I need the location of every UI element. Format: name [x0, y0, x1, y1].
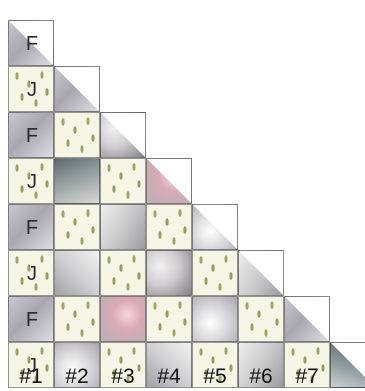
column-number: #3 [100, 365, 146, 389]
row-label-block: J [8, 250, 54, 296]
row-label-block: F [8, 204, 54, 250]
row-label: F [9, 113, 54, 158]
row-label: J [9, 67, 54, 112]
floral-fabric-square [146, 158, 192, 204]
row-label: F [9, 297, 54, 342]
floral-fabric-square [54, 250, 100, 296]
column-number: #2 [54, 365, 100, 389]
floral-fabric-square [192, 296, 238, 342]
sprig-fabric-square [192, 250, 238, 296]
sprig-fabric-square [54, 296, 100, 342]
row-label-block: J [8, 158, 54, 204]
triangle-cutoff [239, 251, 284, 296]
row-label-block: J [8, 66, 54, 112]
row-label-block: F [8, 112, 54, 158]
column-number: #5 [192, 365, 238, 389]
row-label-block: F [8, 20, 54, 66]
triangle-cutoff [331, 343, 365, 388]
floral-fabric-square [146, 250, 192, 296]
column-number: #7 [284, 365, 330, 389]
sprig-fabric-square [146, 296, 192, 342]
floral-fabric-square [192, 204, 238, 250]
column-number: #4 [146, 365, 192, 389]
sprig-fabric-square [54, 112, 100, 158]
row-label: J [9, 159, 54, 204]
triangle-cutoff [285, 297, 330, 342]
row-label: F [9, 205, 54, 250]
floral-fabric-square [100, 112, 146, 158]
row-label-block: F [8, 296, 54, 342]
sprig-fabric-square [100, 158, 146, 204]
column-number: #6 [238, 365, 284, 389]
triangle-cutoff [193, 205, 238, 250]
floral-fabric-square [100, 204, 146, 250]
sprig-fabric-square [146, 204, 192, 250]
floral-fabric-square [330, 342, 365, 388]
triangle-cutoff [101, 113, 146, 158]
floral-fabric-square [54, 158, 100, 204]
row-label: F [9, 21, 54, 66]
column-number: #1 [8, 365, 54, 389]
sprig-fabric-square [238, 296, 284, 342]
triangle-cutoff [55, 67, 100, 112]
sprig-fabric-square [100, 250, 146, 296]
triangle-cutoff [147, 159, 192, 204]
floral-fabric-square [54, 66, 100, 112]
floral-fabric-square [284, 296, 330, 342]
floral-fabric-square [100, 296, 146, 342]
row-label: J [9, 251, 54, 296]
floral-fabric-square [238, 250, 284, 296]
sprig-fabric-square [54, 204, 100, 250]
